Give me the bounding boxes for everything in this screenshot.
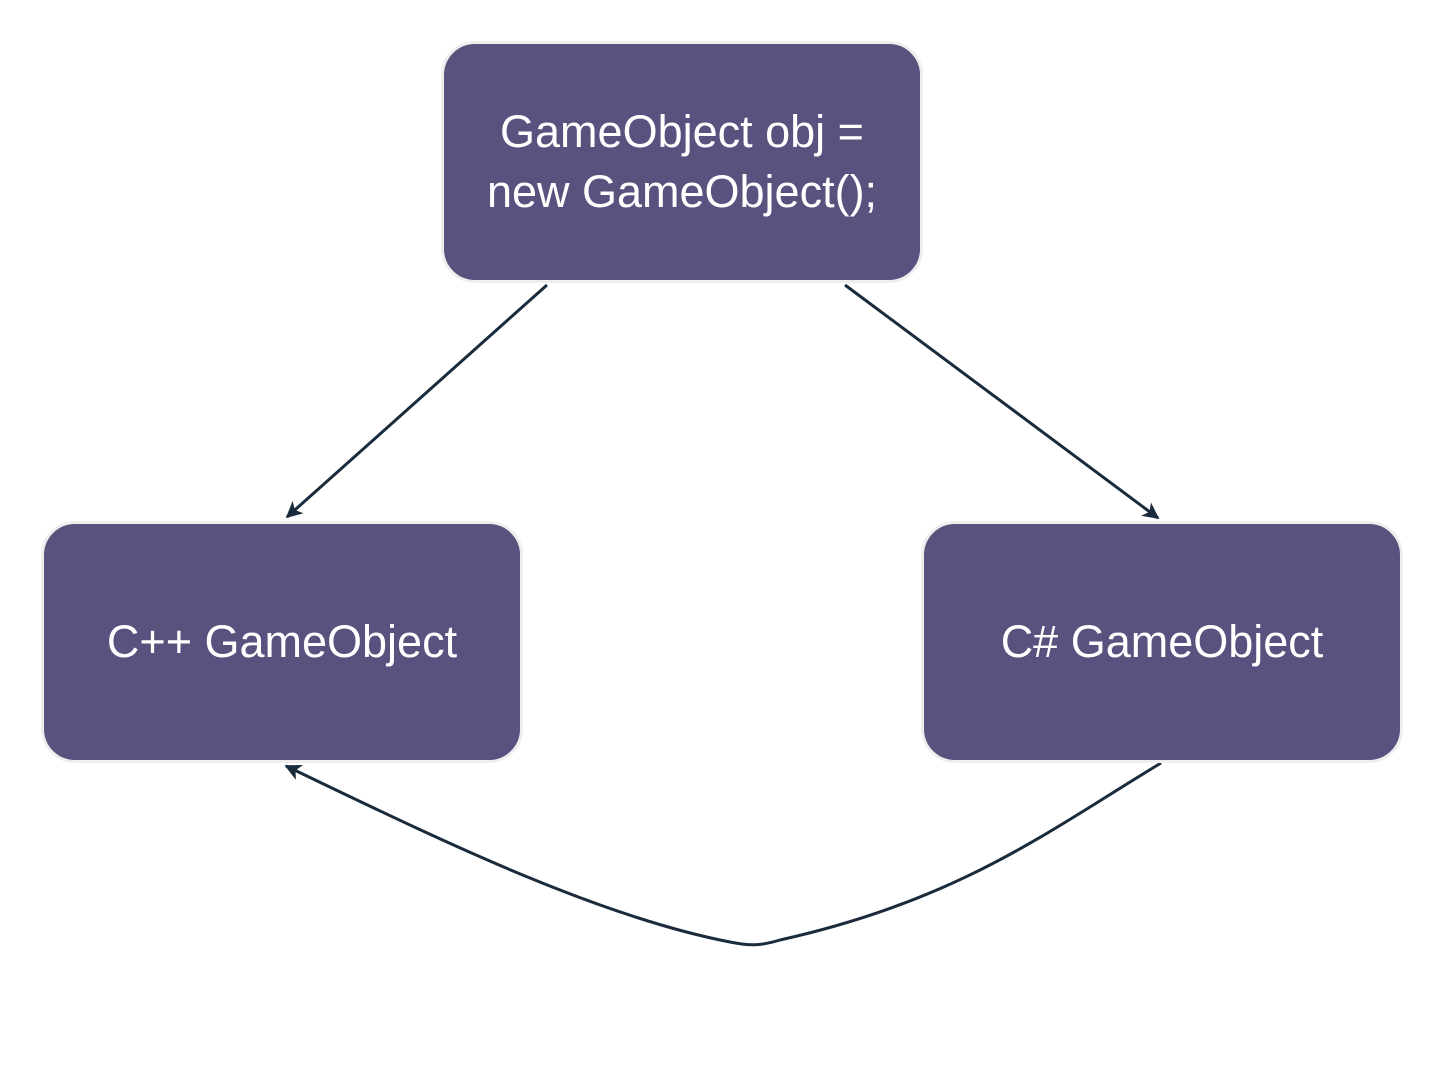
node-label-line: GameObject obj = [500, 106, 864, 157]
node-gameobject-constructor-label: GameObject obj = new GameObject(); [487, 102, 877, 222]
edge-csharp-to-cpp [284, 761, 1162, 947]
node-cpp-gameobject[interactable]: C++ GameObject [41, 521, 523, 763]
node-label-line: new GameObject(); [486, 166, 878, 217]
node-gameobject-constructor[interactable]: GameObject obj = new GameObject(); [441, 41, 923, 283]
node-cpp-gameobject-label: C++ GameObject [106, 616, 458, 667]
edge-top-to-cpp [285, 283, 548, 519]
node-csharp-gameobject[interactable]: C# GameObject [921, 521, 1403, 763]
node-csharp-gameobject-label: C# GameObject [1000, 616, 1324, 667]
edge-top-to-csharp [844, 283, 1160, 520]
